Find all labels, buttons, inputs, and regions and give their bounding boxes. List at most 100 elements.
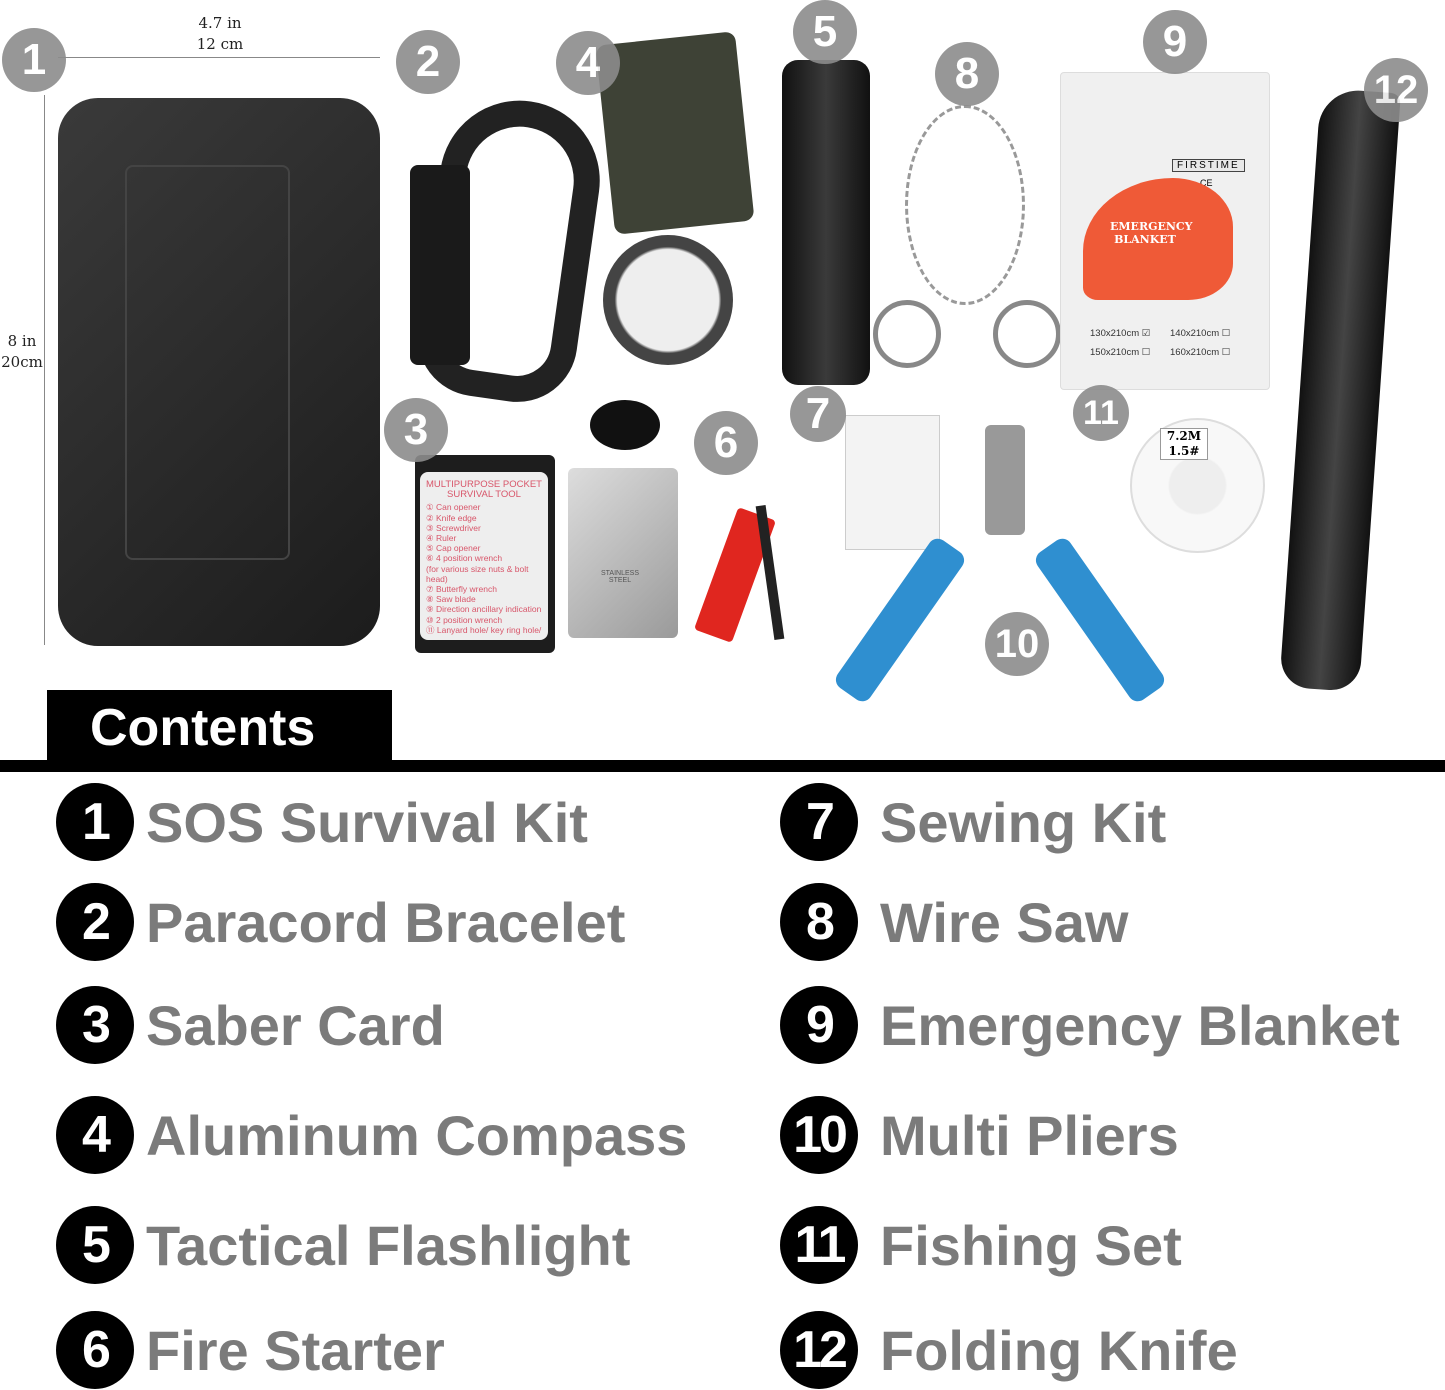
item-label: Sewing Kit [880, 790, 1167, 854]
contents-title: Contents [90, 699, 316, 757]
compass-ring [590, 400, 660, 450]
sewing-kit [845, 415, 940, 550]
photo-badge: 3 [384, 398, 448, 462]
photo-badge: 12 [1364, 58, 1428, 122]
card-feature: (for various size nuts & bolt head) [426, 563, 529, 584]
blanket-sizes: 130x210cm ☑ 140x210cm ☐ 150x210cm ☐ 160x… [1090, 328, 1250, 358]
card-feature: ③ Screwdriver [426, 522, 481, 533]
photo-badge: 1 [2, 28, 66, 92]
item-number-badge: 11 [780, 1206, 858, 1284]
item-number-badge: 9 [780, 986, 858, 1064]
photo-badge: 7 [790, 386, 846, 442]
wire-saw [905, 105, 1025, 305]
photo-badge: 8 [935, 42, 999, 106]
list-item: 12 Folding Knife [780, 1311, 1238, 1389]
item-number-badge: 5 [56, 1206, 134, 1284]
blanket-title: EMERGENCY BLANKET [1110, 220, 1193, 246]
wire-saw-ring-right [993, 300, 1061, 368]
card-feature: ⑩ 2 position wrench [426, 614, 503, 625]
list-item: 7 Sewing Kit [780, 783, 1166, 861]
item-number-badge: 3 [56, 986, 134, 1064]
width-cm: 12 cm [196, 35, 244, 53]
tactical-flashlight [782, 60, 870, 385]
item-label: Wire Saw [880, 890, 1129, 954]
fishing-length: 7.2M [1166, 429, 1202, 443]
multi-pliers-handle-left [831, 534, 969, 706]
card-title: MULTIPURPOSE POCKET SURVIVAL TOOL [426, 479, 542, 501]
list-item: 9 Emergency Blanket [780, 986, 1400, 1064]
photo-badge: 2 [396, 30, 460, 94]
contents-header: Contents [47, 690, 392, 762]
item-label: Folding Knife [880, 1318, 1238, 1382]
item-number-badge: 1 [56, 783, 134, 861]
height-in: 8 in [7, 332, 37, 350]
size-option: 150x210cm ☐ [1090, 347, 1151, 358]
photo-badge: 5 [793, 0, 857, 64]
fishing-weight: 1.5# [1168, 444, 1200, 458]
photo-badge: 10 [985, 612, 1049, 676]
width-in: 4.7 in [198, 14, 242, 32]
survival-case [58, 98, 380, 646]
photo-badge: 11 [1073, 385, 1129, 441]
size-option: 130x210cm ☑ [1090, 328, 1151, 339]
item-label: SOS Survival Kit [146, 790, 588, 854]
card-feature: ⑪ Lanyard hole/ key ring hole/ [426, 624, 542, 635]
photo-badge: 9 [1143, 10, 1207, 74]
item-label: Emergency Blanket [880, 993, 1400, 1057]
card-feature: ⑥ 4 position wrench [426, 553, 503, 564]
item-label: Saber Card [146, 993, 445, 1057]
size-option: 160x210cm ☐ [1170, 347, 1231, 358]
case-lid-panel [125, 165, 290, 560]
height-cm: 20cm [1, 353, 43, 371]
item-number-badge: 6 [56, 1311, 134, 1389]
list-item: 8 Wire Saw [780, 883, 1128, 961]
card-feature: ② Knife edge [426, 512, 477, 523]
item-number-badge: 2 [56, 883, 134, 961]
multi-pliers-head [985, 425, 1025, 535]
height-label: 8 in 20cm [0, 331, 44, 373]
saber-card [568, 468, 678, 638]
item-label: Tactical Flashlight [146, 1213, 631, 1277]
photo-badge: 4 [556, 31, 620, 95]
item-number-badge: 8 [780, 883, 858, 961]
product-photo: 4.7 in 12 cm 8 in 20cm FIRSTIME CE EMERGEN… [0, 0, 1445, 706]
blanket-brand: FIRSTIME [1172, 159, 1245, 172]
height-dimension-line [44, 95, 45, 645]
wire-saw-ring-left [873, 300, 941, 368]
item-label: Fishing Set [880, 1213, 1182, 1277]
card-feature: ⑨ Direction ancillary indication [426, 604, 542, 615]
compass-dial [603, 235, 733, 365]
card-feature: ⑧ Saw blade [426, 594, 476, 605]
item-number-badge: 12 [780, 1311, 858, 1389]
size-option: 140x210cm ☐ [1170, 328, 1231, 339]
photo-badge: 6 [694, 411, 758, 475]
card-feature: ① Can opener [426, 502, 481, 513]
header-divider [0, 760, 1445, 772]
item-label: Aluminum Compass [146, 1103, 688, 1167]
item-number-badge: 10 [780, 1096, 858, 1174]
width-label: 4.7 in 12 cm [180, 13, 260, 55]
list-item: 10 Multi Pliers [780, 1096, 1179, 1174]
multi-pliers-handle-right [1031, 534, 1169, 706]
list-item: 11 Fishing Set [780, 1206, 1182, 1284]
item-number-badge: 4 [56, 1096, 134, 1174]
saber-card-instructions: MULTIPURPOSE POCKET SURVIVAL TOOL ① Can … [420, 472, 548, 640]
item-number-badge: 7 [780, 783, 858, 861]
fishing-line-spec: 7.2M 1.5# [1160, 428, 1208, 460]
item-label: Multi Pliers [880, 1103, 1179, 1167]
bracelet-buckle [410, 165, 470, 365]
width-dimension-line [58, 57, 380, 58]
blanket-ce-mark: CE [1200, 178, 1213, 188]
saber-engraving: STAINLESS STEEL [601, 570, 639, 584]
card-feature: ⑦ Butterfly wrench [426, 584, 497, 595]
item-label: Paracord Bracelet [146, 890, 626, 954]
folding-knife [1279, 87, 1401, 693]
item-label: Fire Starter [146, 1318, 445, 1382]
card-feature: ⑤ Cap opener [426, 543, 481, 554]
